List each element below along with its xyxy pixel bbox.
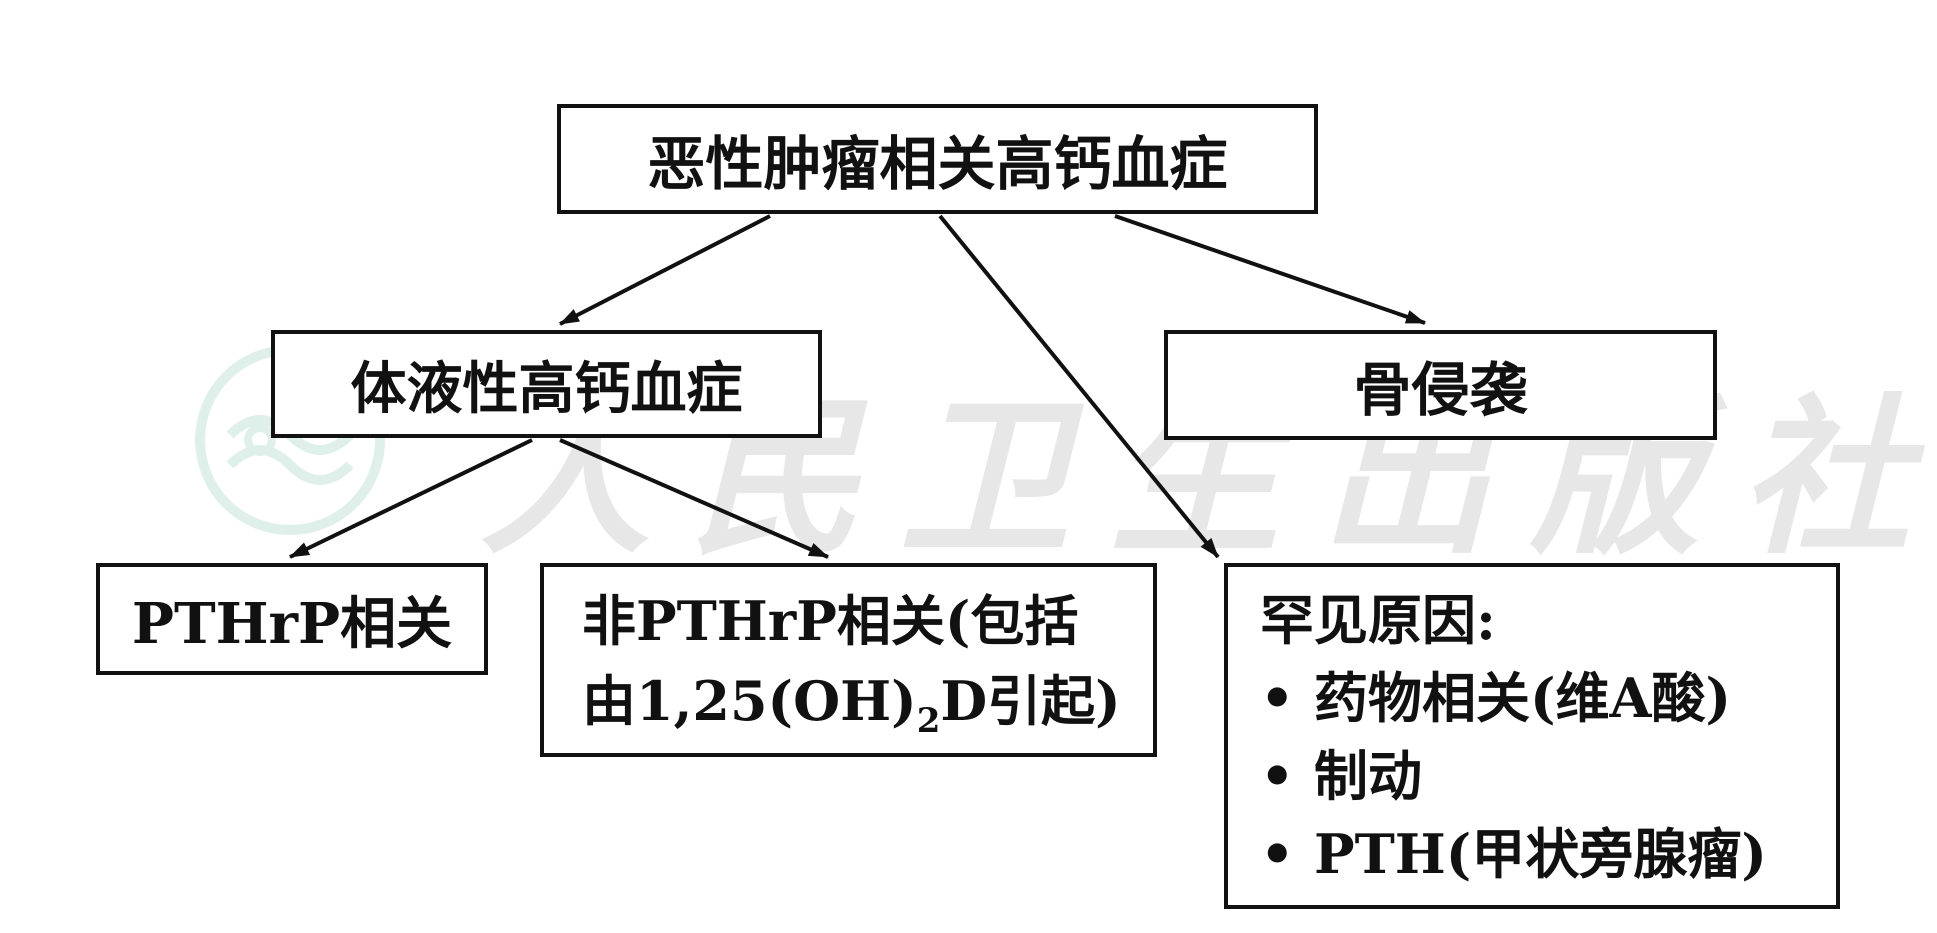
subscript-2: 2 xyxy=(916,700,941,741)
node-label: PTHrP相关 xyxy=(131,590,453,657)
arrow-humoral-to-pthrp xyxy=(289,438,533,559)
node-malignancy-hypercalcemia: 恶性肿瘤相关高钙血症 xyxy=(557,104,1318,214)
arrow-humoral-to-nonpthrp xyxy=(559,438,829,559)
node-humoral-hypercalcemia: 体液性高钙血症 xyxy=(271,330,822,438)
node-line-2: 由1,25(OH)2D引起) xyxy=(582,661,1153,761)
rare-causes-title: 罕见原因: xyxy=(1260,588,1496,652)
bullet-icon: • xyxy=(1260,744,1295,808)
node-label: 骨侵袭 xyxy=(1353,356,1528,424)
rare-cause-item: • PTH(甲状旁腺瘤) xyxy=(1260,815,1836,893)
node-label: 体液性高钙血症 xyxy=(350,355,743,422)
rare-cause-item: • 制动 xyxy=(1260,737,1836,815)
arrow-root-to-rare xyxy=(938,214,1220,559)
bullet-icon: • xyxy=(1260,666,1295,730)
node-bone-invasion: 骨侵袭 xyxy=(1164,330,1717,440)
node-non-pthrp-related: 非PTHrP相关(包括 由1,25(OH)2D引起) xyxy=(540,563,1157,757)
line-2-part-a: 由1,25(OH) xyxy=(582,669,917,733)
rare-cause-text: PTH(甲状旁腺瘤) xyxy=(1314,822,1767,886)
node-pthrp-related: PTHrP相关 xyxy=(96,563,488,675)
node-line-1: 非PTHrP相关(包括 xyxy=(582,589,1079,653)
bullet-icon: • xyxy=(1260,822,1295,886)
node-label: 恶性肿瘤相关高钙血症 xyxy=(647,130,1228,198)
line-2-part-b: D引起) xyxy=(940,669,1121,733)
rare-cause-text: 药物相关(维A酸) xyxy=(1314,666,1731,730)
node-rare-causes: 罕见原因: • 药物相关(维A酸) • 制动 • PTH(甲状旁腺瘤) xyxy=(1224,563,1840,909)
rare-cause-item: • 药物相关(维A酸) xyxy=(1260,659,1836,737)
arrow-root-to-humoral xyxy=(559,214,771,326)
rare-cause-text: 制动 xyxy=(1314,744,1422,808)
arrow-root-to-bone xyxy=(1114,214,1426,325)
